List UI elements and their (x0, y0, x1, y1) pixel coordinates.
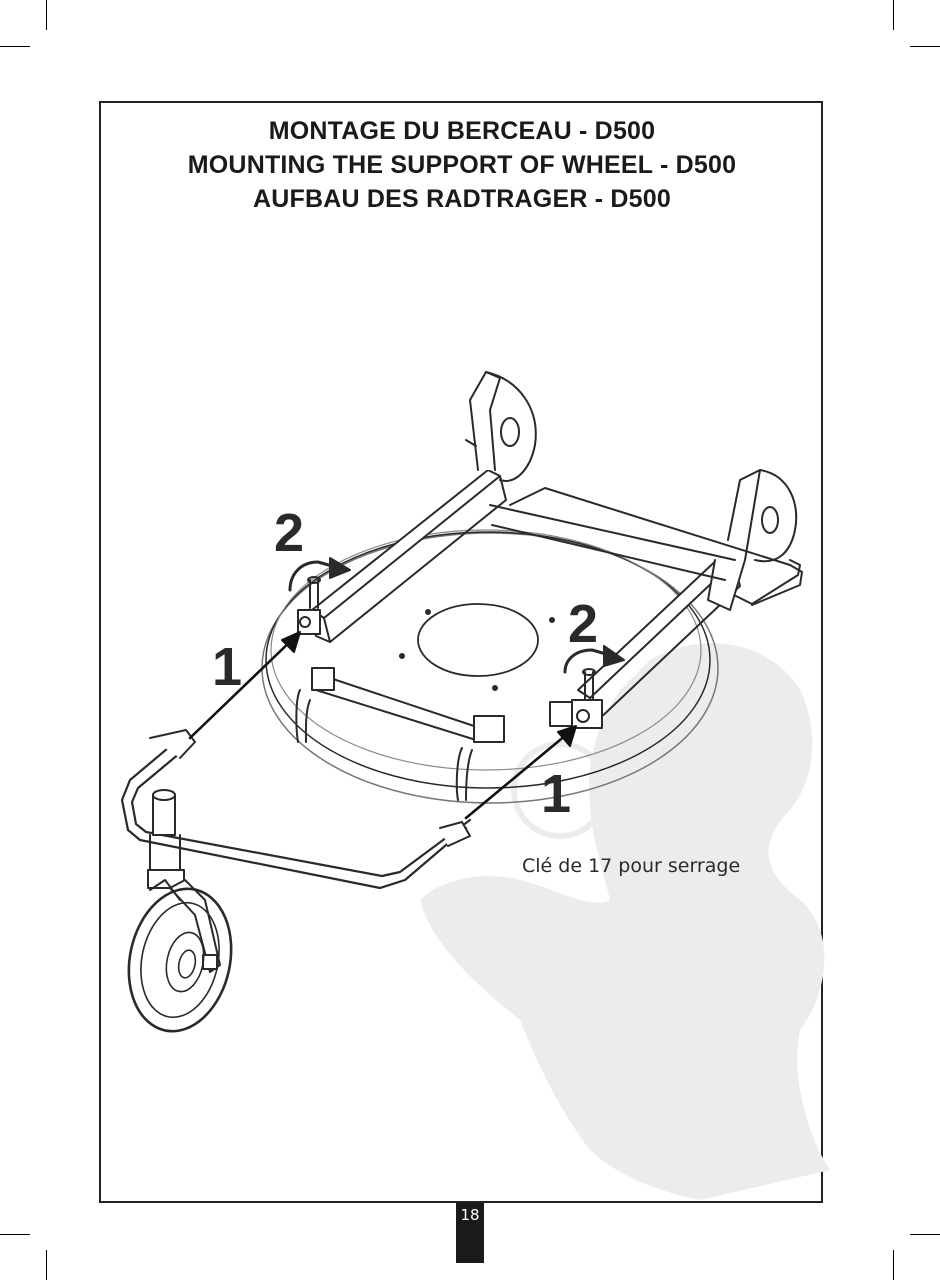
title-english: MOUNTING THE SUPPORT OF WHEEL - D500 (101, 148, 823, 182)
title-french: MONTAGE DU BERCEAU - D500 (101, 114, 823, 148)
step-2-right-label: 2 (568, 593, 598, 655)
wrench-caption: Clé de 17 pour serrage (522, 855, 740, 877)
page-title-block: MONTAGE DU BERCEAU - D500 MOUNTING THE S… (101, 114, 823, 216)
page-number: 18 (456, 1206, 484, 1224)
step-1-left-label: 1 (212, 636, 242, 698)
title-german: AUFBAU DES RADTRAGER - D500 (101, 182, 823, 216)
step-2-left-label: 2 (274, 502, 304, 564)
step-1-right-label: 1 (541, 763, 571, 825)
